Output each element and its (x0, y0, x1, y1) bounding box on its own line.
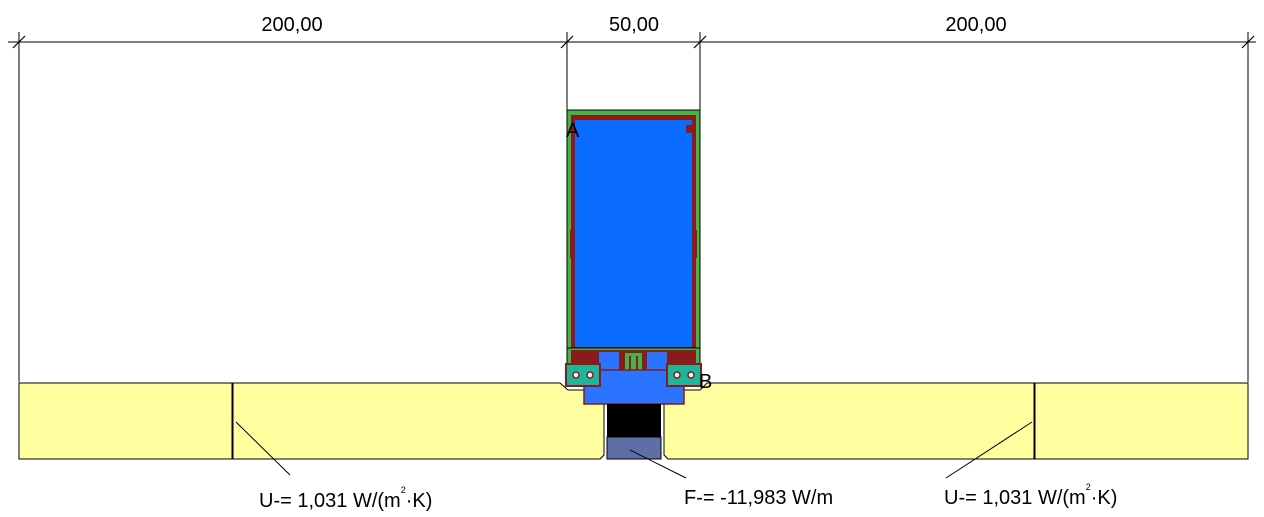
u-value-left: U-= 1,031 W/(m2·K) (259, 485, 432, 512)
infill-panels (18, 382, 1249, 460)
dimension-line: 200,00 50,00 200,00 (8, 14, 1256, 382)
mullion-profile (565, 109, 702, 460)
u-right-prefix: U-= 1,031 W/(m (944, 487, 1086, 509)
dimension-left-label: 200,00 (261, 14, 322, 36)
seal-slate (606, 436, 662, 460)
leader-middle (629, 449, 687, 479)
u-left-sup: 2 (401, 485, 406, 495)
profile-notch (570, 230, 575, 258)
point-b-label: B (699, 371, 712, 393)
leader-right (945, 421, 1033, 479)
u-left-prefix: U-= 1,031 W/(m (259, 490, 401, 512)
dimension-tick (12, 35, 26, 49)
panel-right-inner (663, 382, 1035, 460)
leader-left (235, 421, 291, 476)
dimension-tick (693, 35, 707, 49)
profile-notch (686, 125, 692, 133)
dimension-right-label: 200,00 (945, 14, 1006, 36)
point-a-label: A (566, 120, 580, 142)
u-right-sup: 2 (1086, 482, 1091, 492)
u-value-right: U-= 1,031 W/(m2·K) (944, 482, 1117, 509)
seal-black (607, 404, 661, 437)
gasket-left (565, 363, 601, 387)
dimension-tick (560, 35, 574, 49)
profile-cavity (575, 120, 692, 347)
panel-left-inner (232, 382, 605, 460)
u-right-suffix: ·K) (1091, 487, 1118, 509)
profile-notch (692, 230, 697, 258)
dimension-middle-label: 50,00 (609, 14, 659, 36)
gasket-right (666, 363, 702, 387)
dimension-tick (1241, 35, 1255, 49)
panel-right-outer (1034, 382, 1249, 460)
f-value-middle: F-= -11,983 W/m (684, 487, 833, 509)
panel-left-outer (18, 382, 233, 460)
u-left-suffix: ·K) (406, 490, 433, 512)
